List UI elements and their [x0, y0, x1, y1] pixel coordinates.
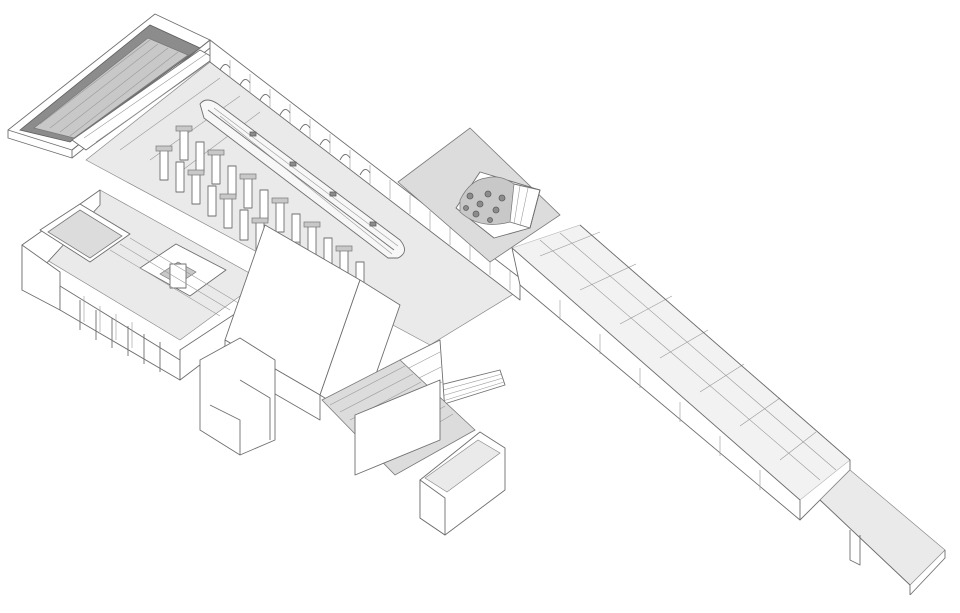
central-boat-sculpture	[199, 99, 405, 259]
dome-pavilion	[397, 127, 561, 263]
west-gallery-block	[21, 189, 263, 381]
south-entry-block	[321, 359, 506, 536]
glass-canopy-walkway	[511, 224, 851, 521]
rooftop-terrace	[7, 13, 215, 159]
central-courtyard	[199, 224, 401, 456]
ramp	[819, 469, 946, 596]
